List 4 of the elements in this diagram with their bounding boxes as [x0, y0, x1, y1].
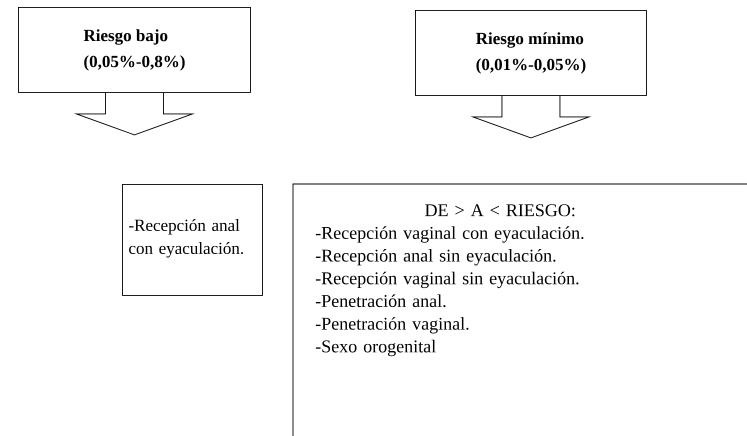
text-box: DE > A < RIESGO: -Recepción vaginal con eyaculación. -Recepción anal sin eyaculación. -Recepción vaginal sin eyaculación. -Penetración anal. -Penetración vaginal. -Sexo orogenital	[292, 184, 747, 436]
arrow-callout: Riesgo mínimo (0,01%-0,05%)	[415, 10, 647, 138]
arrow-callout: Riesgo bajo (0,05%-0,8%)	[18, 7, 251, 136]
text-box: -Recepción anal con eyaculación.	[122, 184, 263, 296]
